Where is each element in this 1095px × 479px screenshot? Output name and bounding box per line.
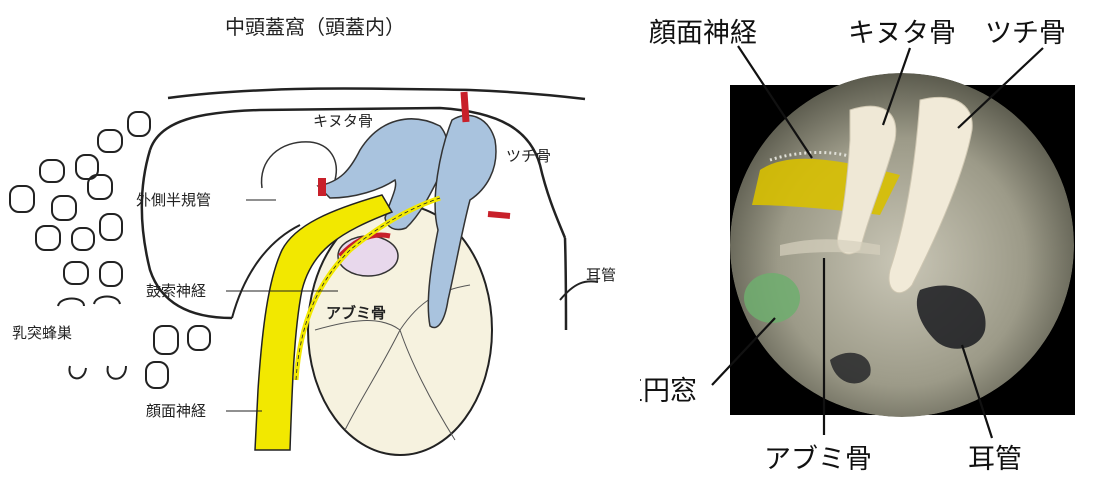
endoscope-photo-panel: 顔面神経 キヌタ骨 ツチ骨 正円窓 アブミ骨 耳管 bbox=[640, 0, 1095, 475]
anatomy-diagram-svg: 中頭蓋窩（頭蓋内） bbox=[0, 0, 640, 475]
photo-label-incus: キヌタ骨 bbox=[848, 18, 956, 49]
photo-field bbox=[730, 73, 1074, 417]
label-facial-nerve: 顔面神経 bbox=[146, 402, 206, 420]
label-stapes: アブミ骨 bbox=[326, 304, 386, 322]
photo-label-facial-nerve: 顔面神経 bbox=[649, 18, 757, 49]
photo-round-window bbox=[744, 273, 800, 323]
photo-label-malleus: ツチ骨 bbox=[985, 18, 1066, 49]
diagram-title: 中頭蓋窩（頭蓋内） bbox=[225, 15, 405, 39]
anatomy-diagram: 中頭蓋窩（頭蓋内） bbox=[0, 0, 640, 475]
malleus-ligament bbox=[464, 92, 466, 122]
cranial-floor-line bbox=[168, 88, 585, 99]
mastoid-cells bbox=[10, 112, 210, 388]
label-malleus: ツチ骨 bbox=[506, 147, 551, 165]
tensor-vessel bbox=[488, 214, 510, 216]
photo-label-stapes: アブミ骨 bbox=[764, 444, 872, 475]
label-incus: キヌタ骨 bbox=[313, 112, 373, 130]
photo-label-eustachian-tube: 耳管 bbox=[968, 444, 1022, 475]
photo-label-round-window: 正円窓 bbox=[640, 376, 697, 407]
label-mastoid-air-cells: 乳突蜂巣 bbox=[12, 324, 72, 342]
label-chorda-tympani: 鼓索神経 bbox=[146, 282, 206, 300]
endoscope-photo-svg: 顔面神経 キヌタ骨 ツチ骨 正円窓 アブミ骨 耳管 bbox=[640, 0, 1095, 475]
label-eustachian-tube: 耳管 bbox=[586, 266, 616, 284]
label-lateral-semicircular-canal: 外側半規管 bbox=[136, 191, 211, 209]
